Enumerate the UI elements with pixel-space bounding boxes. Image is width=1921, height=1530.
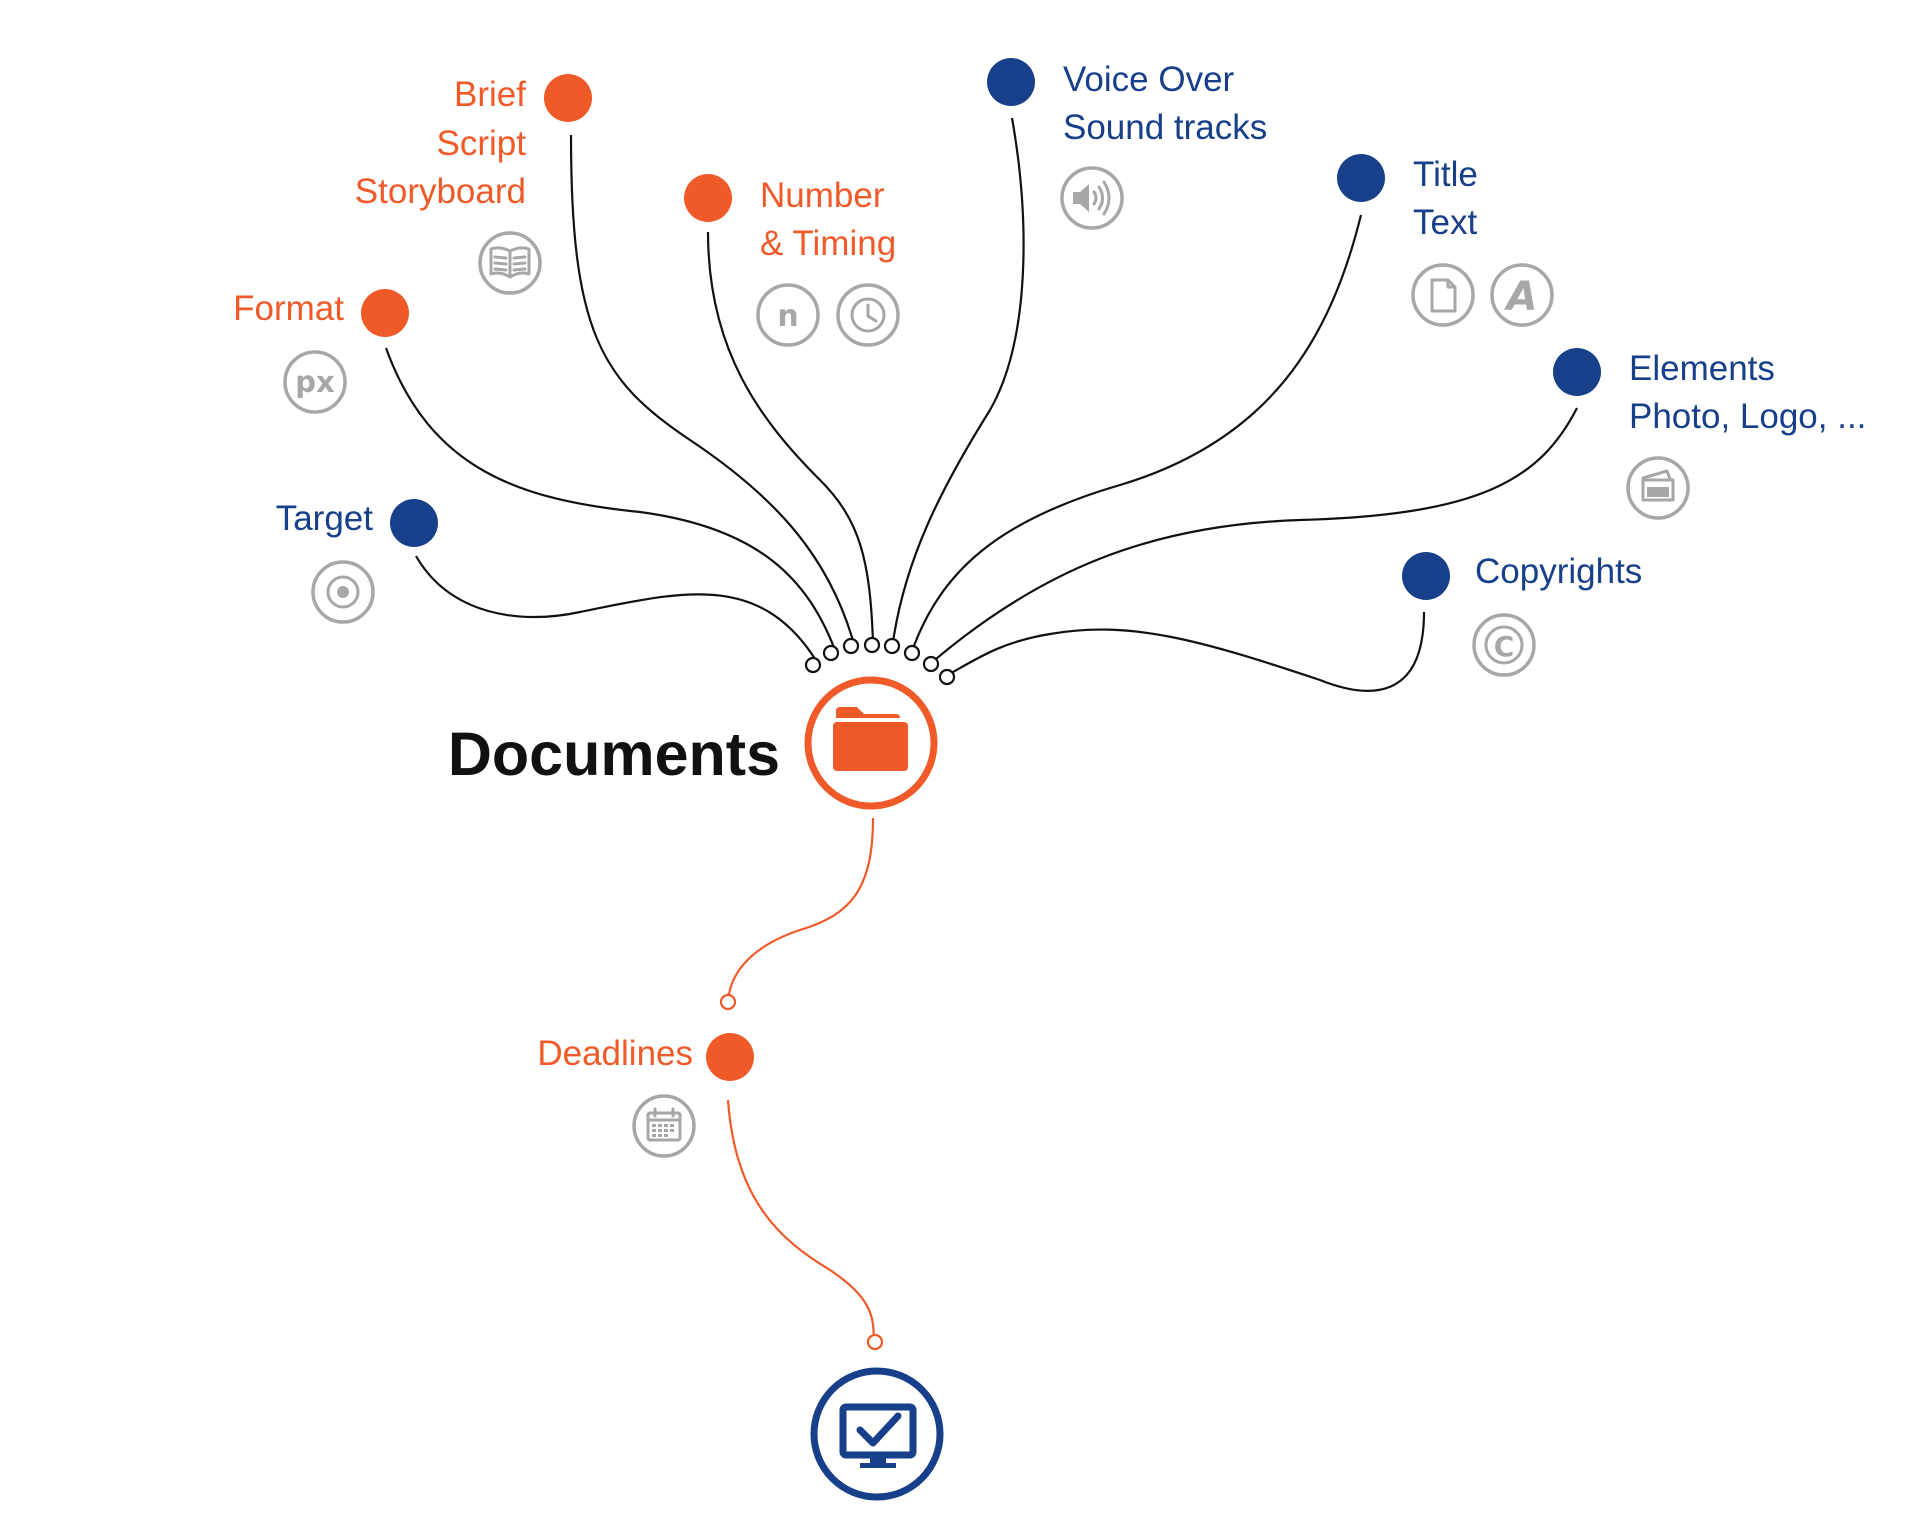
node-deadlines-label: Deadlines [537,1034,693,1073]
connector-copyrights [945,611,1426,692]
node-format: Format px [233,289,409,414]
node-voice-over: Voice Over Sound tracks [987,58,1267,230]
connector-cap [842,637,860,655]
node-brief-label-2: Script [437,124,527,163]
connector-format [384,347,837,651]
svg-text:px: px [295,365,335,399]
connector-cap [883,637,901,655]
node-title-dot [1337,154,1385,202]
book-icon [478,231,542,295]
connector-cap [863,636,881,654]
node-format-label: Format [233,289,344,328]
flow-connectors [719,817,884,1351]
documents-hub: Documents [448,676,938,810]
node-elements-label-1: Elements [1629,349,1775,388]
connector-voice [891,117,1025,643]
node-number-label-1: Number [760,176,885,215]
documents-title: Documents [448,720,780,788]
connector-brief [569,134,856,645]
page-icon [1411,263,1475,327]
speaker-icon [1060,166,1124,230]
node-elements: Elements Photo, Logo, ... [1553,348,1866,520]
node-title-text: Title Text A [1337,154,1554,327]
connector-title [909,214,1363,655]
node-format-dot [361,289,409,337]
connector-elements [929,407,1578,665]
node-elements-dot [1553,348,1601,396]
copyright-icon: C [1472,613,1536,677]
connector-target [415,555,818,663]
connector-cap [922,655,940,673]
connector-documents-deadlines [726,817,875,1003]
connector-deadlines-monitor [726,1099,876,1341]
connector-cap [938,668,956,686]
connector-caps [804,636,956,686]
node-elements-label-2: Photo, Logo, ... [1629,397,1866,436]
node-target-dot [390,499,438,547]
connector-cap [719,993,737,1011]
number-icon: n [756,283,820,347]
node-brief: Brief Script Storyboard [355,74,592,295]
px-icon: px [283,350,347,414]
end-node [810,1367,944,1501]
node-voice-dot [987,58,1035,106]
svg-text:A: A [1504,274,1538,320]
font-icon: A [1490,263,1554,327]
connectors [384,117,1578,692]
svg-text:C: C [1494,630,1515,663]
node-number-label-2: & Timing [760,224,896,263]
calendar-icon [632,1094,696,1158]
svg-text:n: n [777,299,798,334]
node-number-timing: Number & Timing n [684,174,900,347]
monitor-check-icon [839,1403,917,1468]
target-icon [311,560,375,624]
node-voice-label-1: Voice Over [1063,60,1235,99]
node-deadlines: Deadlines [537,1033,754,1158]
node-copyrights: Copyrights C [1402,552,1642,677]
connector-number [706,231,875,643]
node-title-label-1: Title [1413,155,1478,194]
node-target-label: Target [276,499,374,538]
connector-cap [822,644,840,662]
node-number-dot [684,174,732,222]
node-target: Target [276,499,438,624]
clock-icon [836,283,900,347]
node-voice-label-2: Sound tracks [1063,108,1267,147]
connector-cap [866,1333,884,1351]
connector-cap [903,644,921,662]
node-title-label-2: Text [1413,203,1477,242]
connector-cap [804,656,822,674]
node-copyrights-label: Copyrights [1475,552,1642,591]
node-brief-label-1: Brief [454,75,526,114]
node-brief-label-3: Storyboard [355,172,526,211]
node-copyrights-dot [1402,552,1450,600]
node-brief-dot [544,74,592,122]
folder-icon [833,707,908,771]
node-deadlines-dot [706,1033,754,1081]
photo-icon [1626,456,1690,520]
